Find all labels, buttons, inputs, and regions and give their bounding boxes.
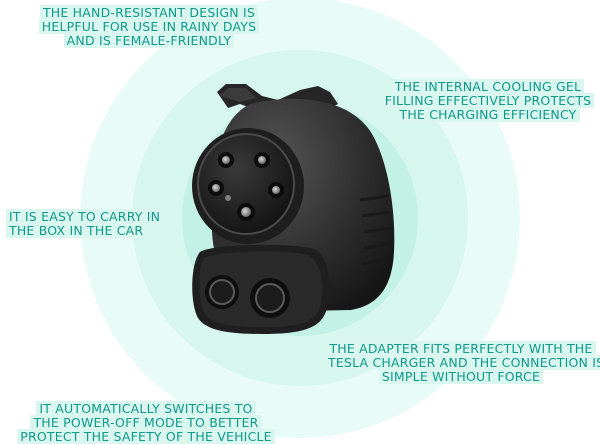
caption-line: IT IS EASY TO CARRY IN <box>6 209 164 224</box>
caption-line: TESLA CHARGER AND THE CONNECTION IS <box>325 355 600 370</box>
caption-line: THE INTERNAL COOLING GEL <box>391 79 585 94</box>
caption-easy-carry: IT IS EASY TO CARRY IN THE BOX IN THE CA… <box>6 209 196 238</box>
caption-line: THE POWER-OFF MODE TO BETTER <box>30 415 262 430</box>
caption-line: FILLING EFFECTIVELY PROTECTS <box>381 93 595 108</box>
caption-line: IT AUTOMATICALLY SWITCHES TO <box>36 401 256 416</box>
caption-line: AND IS FEMALE-FRIENDLY <box>63 33 235 48</box>
caption-line: SIMPLE WITHOUT FORCE <box>378 369 544 384</box>
caption-line: THE ADAPTER FITS PERFECTLY WITH THE <box>326 341 596 356</box>
caption-line: PROTECT THE SAFETY OF THE VEHICLE <box>17 429 275 444</box>
caption-line: THE HAND-RESISTANT DESIGN IS <box>39 5 259 20</box>
caption-line: HELPFUL FOR USE IN RAINY DAYS <box>38 19 260 34</box>
caption-hand-resistant: THE HAND-RESISTANT DESIGN IS HELPFUL FOR… <box>4 5 294 48</box>
caption-line: THE CHARGING EFFICIENCY <box>396 107 580 122</box>
caption-line: THE BOX IN THE CAR <box>6 223 147 238</box>
caption-power-off: IT AUTOMATICALLY SWITCHES TO THE POWER-O… <box>8 401 284 444</box>
caption-tesla-fit: THE ADAPTER FITS PERFECTLY WITH THE TESL… <box>325 341 600 384</box>
caption-cooling-gel: THE INTERNAL COOLING GEL FILLING EFFECTI… <box>378 79 598 122</box>
